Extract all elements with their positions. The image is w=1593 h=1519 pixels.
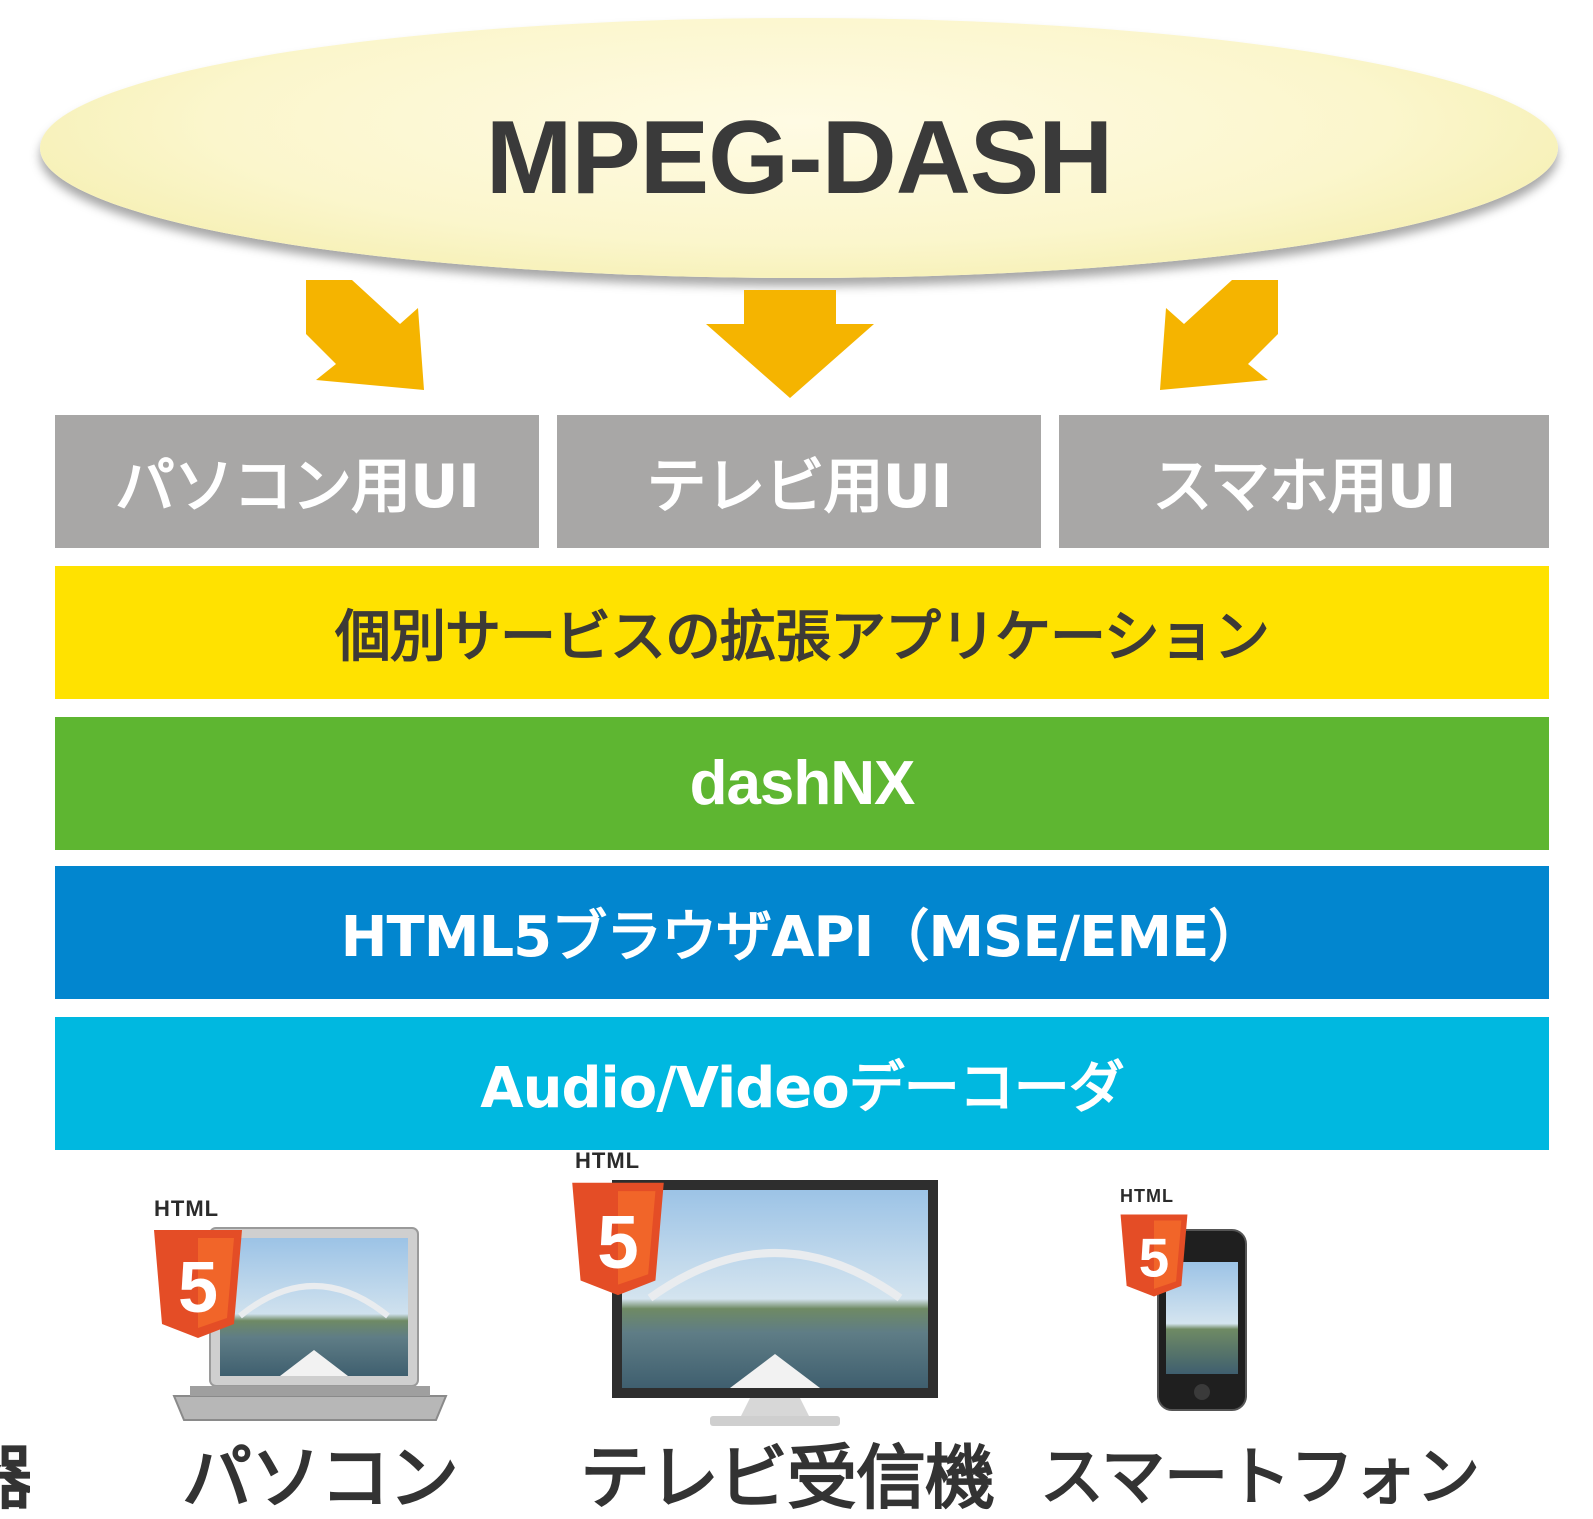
tv-icon xyxy=(612,1180,938,1426)
mpeg-dash-ellipse xyxy=(40,18,1558,278)
device-label-smartphone: スマートフォン xyxy=(1040,1441,1480,1515)
stack-bar-html5-api-label: HTML5ブラウザAPI（MSE/EME） xyxy=(340,905,1265,970)
arrow-down-icon xyxy=(706,290,874,398)
ui-bar-pc-label: パソコン用UI xyxy=(114,452,480,522)
laptop-icon xyxy=(172,1227,448,1421)
ui-bar-pc: パソコン用UI xyxy=(55,415,539,548)
ui-bar-tv: テレビ用UI xyxy=(557,415,1041,548)
ui-bar-tv-label: テレビ用UI xyxy=(646,452,952,522)
html5-badge-label: HTML xyxy=(1120,1186,1174,1206)
stack-bar-av-decoder: Audio/Videoデーコーダ xyxy=(55,1017,1549,1150)
device-label-pc: パソコン xyxy=(182,1437,459,1519)
stack-bar-extension-app: 個別サービスの拡張アプリケーション xyxy=(55,566,1549,699)
device-label-partial: 器 xyxy=(0,1438,30,1518)
stack-bar-extension-app-label: 個別サービスの拡張アプリケーション xyxy=(335,605,1270,670)
arrow-down-left-icon xyxy=(306,280,424,390)
diagram-title: MPEG-DASH xyxy=(485,100,1114,216)
stack-bar-dashnx: dashNX xyxy=(55,717,1549,850)
device-label-tv: テレビ受信機 xyxy=(580,1437,995,1519)
stack-bar-dashnx-label: dashNX xyxy=(689,749,916,818)
stack-bar-html5-api: HTML5ブラウザAPI（MSE/EME） xyxy=(55,866,1549,999)
ui-bar-smartphone-label: スマホ用UI xyxy=(1152,452,1456,522)
html5-badge-label: HTML xyxy=(575,1148,641,1173)
ui-bar-smartphone: スマホ用UI xyxy=(1059,415,1549,548)
svg-text:5: 5 xyxy=(597,1200,639,1284)
svg-text:5: 5 xyxy=(1139,1227,1169,1289)
html5-badge-label: HTML xyxy=(154,1196,220,1221)
html5-badge-icon: 5 xyxy=(572,1182,664,1296)
arrow-down-right-icon xyxy=(1160,280,1278,390)
svg-text:5: 5 xyxy=(178,1248,218,1328)
html5-badge-icon: 5 xyxy=(154,1230,242,1338)
stack-bar-av-decoder-label: Audio/Videoデーコーダ xyxy=(480,1056,1125,1121)
html5-badge-icon: 5 xyxy=(1120,1214,1188,1297)
device-label-partial-text: 器 xyxy=(0,1438,30,1518)
